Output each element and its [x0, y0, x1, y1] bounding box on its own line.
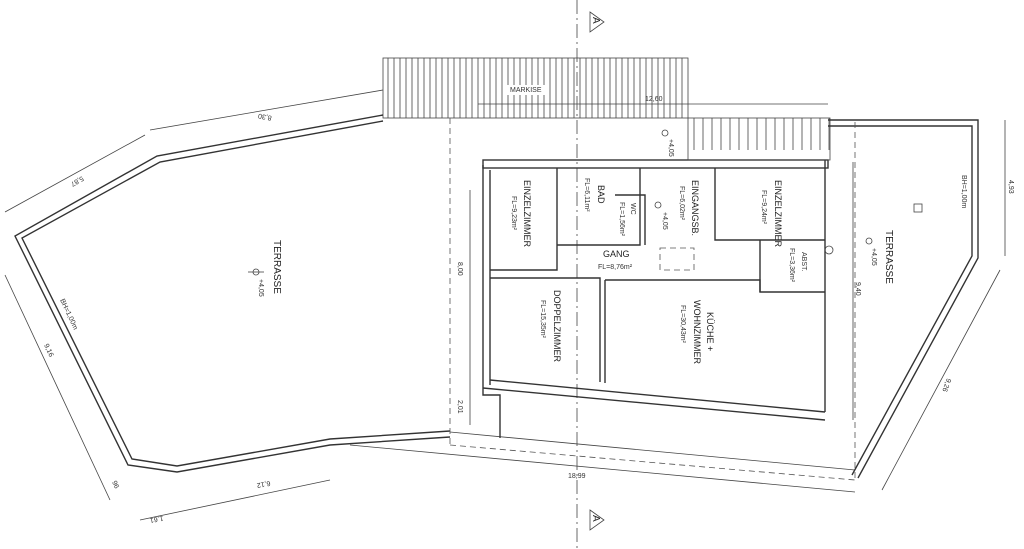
svg-text:MARKISE: MARKISE [510, 87, 542, 94]
svg-text:EINZELZIMMER: EINZELZIMMER [522, 180, 532, 248]
svg-text:9,16: 9,16 [42, 343, 54, 358]
svg-text:EINZELZIMMER: EINZELZIMMER [773, 180, 783, 248]
svg-text:9,26: 9,26 [940, 377, 951, 392]
room-bad: BAD FL=6,11m² [583, 178, 606, 212]
svg-text:+4,05: +4,05 [667, 139, 674, 157]
svg-text:BH=1,00m: BH=1,00m [960, 175, 967, 208]
room-eingangsbereich: EINGANGSB. FL=6,02m² +4,05 +4,05 [654, 129, 700, 236]
room-doppelzimmer: DOPPELZIMMER FL=15,35m² [539, 290, 562, 363]
svg-text:+4,05: +4,05 [661, 212, 668, 230]
building: 18,99 8,00 2,01 [349, 117, 856, 493]
svg-text:FL=6,11m²: FL=6,11m² [583, 178, 590, 212]
room-einzelzimmer-left: EINZELZIMMER FL=9,23m² [510, 180, 532, 248]
svg-text:A: A [590, 17, 601, 24]
room-einzelzimmer-right: EINZELZIMMER FL=9,24m² [760, 180, 783, 248]
svg-text:WC: WC [629, 203, 636, 215]
section-marker-bottom: A [589, 509, 605, 531]
svg-text:KÜCHE +: KÜCHE + [705, 312, 715, 351]
svg-text:2,01: 2,01 [456, 400, 463, 414]
svg-text:FL=6,02m²: FL=6,02m² [678, 186, 685, 221]
svg-text:8,00: 8,00 [456, 262, 463, 276]
section-marker-top: A [589, 11, 605, 33]
room-abstellraum: ABST. FL=3,36m² [788, 248, 807, 283]
svg-text:6,12: 6,12 [256, 479, 271, 488]
svg-text:DOPPELZIMMER: DOPPELZIMMER [552, 290, 562, 363]
svg-text:FL=9,24m²: FL=9,24m² [760, 190, 767, 225]
svg-text:FL=3,36m²: FL=3,36m² [788, 248, 795, 283]
svg-text:FL=15,35m²: FL=15,35m² [539, 300, 546, 339]
svg-text:96: 96 [110, 480, 120, 490]
room-gang: GANG FL=8,76m² [598, 249, 633, 271]
svg-text:FL=9,23m²: FL=9,23m² [510, 196, 517, 231]
svg-text:5,87: 5,87 [69, 174, 84, 187]
room-kueche-wohnzimmer: KÜCHE + WOHNZIMMER FL=30,43m² [679, 300, 715, 364]
svg-text:4,93: 4,93 [1007, 180, 1014, 194]
svg-text:FL=8,76m²: FL=8,76m² [598, 264, 633, 271]
svg-text:ABST.: ABST. [800, 252, 807, 272]
svg-text:1,61: 1,61 [149, 514, 164, 523]
svg-text:A: A [590, 515, 601, 522]
svg-text:GANG: GANG [603, 249, 630, 259]
svg-text:EINGANGSB.: EINGANGSB. [690, 180, 700, 236]
svg-text:TERRASSE: TERRASSE [271, 240, 282, 294]
svg-text:BH=1,00m: BH=1,00m [58, 298, 78, 331]
svg-text:FL=1,56m²: FL=1,56m² [618, 202, 625, 237]
terrace-right: 4,93 9,40 9,26 TERRASSE +4,05 BH=1,00m [828, 119, 1014, 491]
svg-text:+4,05: +4,05 [257, 279, 264, 297]
svg-text:+4,05: +4,05 [870, 248, 877, 266]
terrace-left: 8,30 5,87 9,16 96 1,61 6,12 TERRASSE +4,… [4, 89, 451, 523]
room-wc: WC FL=1,56m² [618, 202, 636, 237]
svg-text:8,30: 8,30 [258, 112, 273, 121]
svg-text:TERRASSE: TERRASSE [883, 230, 894, 284]
svg-text:FL=30,43m²: FL=30,43m² [679, 305, 686, 344]
svg-text:9,40: 9,40 [854, 282, 861, 296]
svg-text:12,60: 12,60 [645, 96, 663, 103]
svg-text:BAD: BAD [596, 185, 606, 204]
svg-text:WOHNZIMMER: WOHNZIMMER [692, 300, 702, 364]
awning: MARKISE 12,60 [382, 57, 828, 119]
svg-text:18,99: 18,99 [568, 473, 586, 480]
